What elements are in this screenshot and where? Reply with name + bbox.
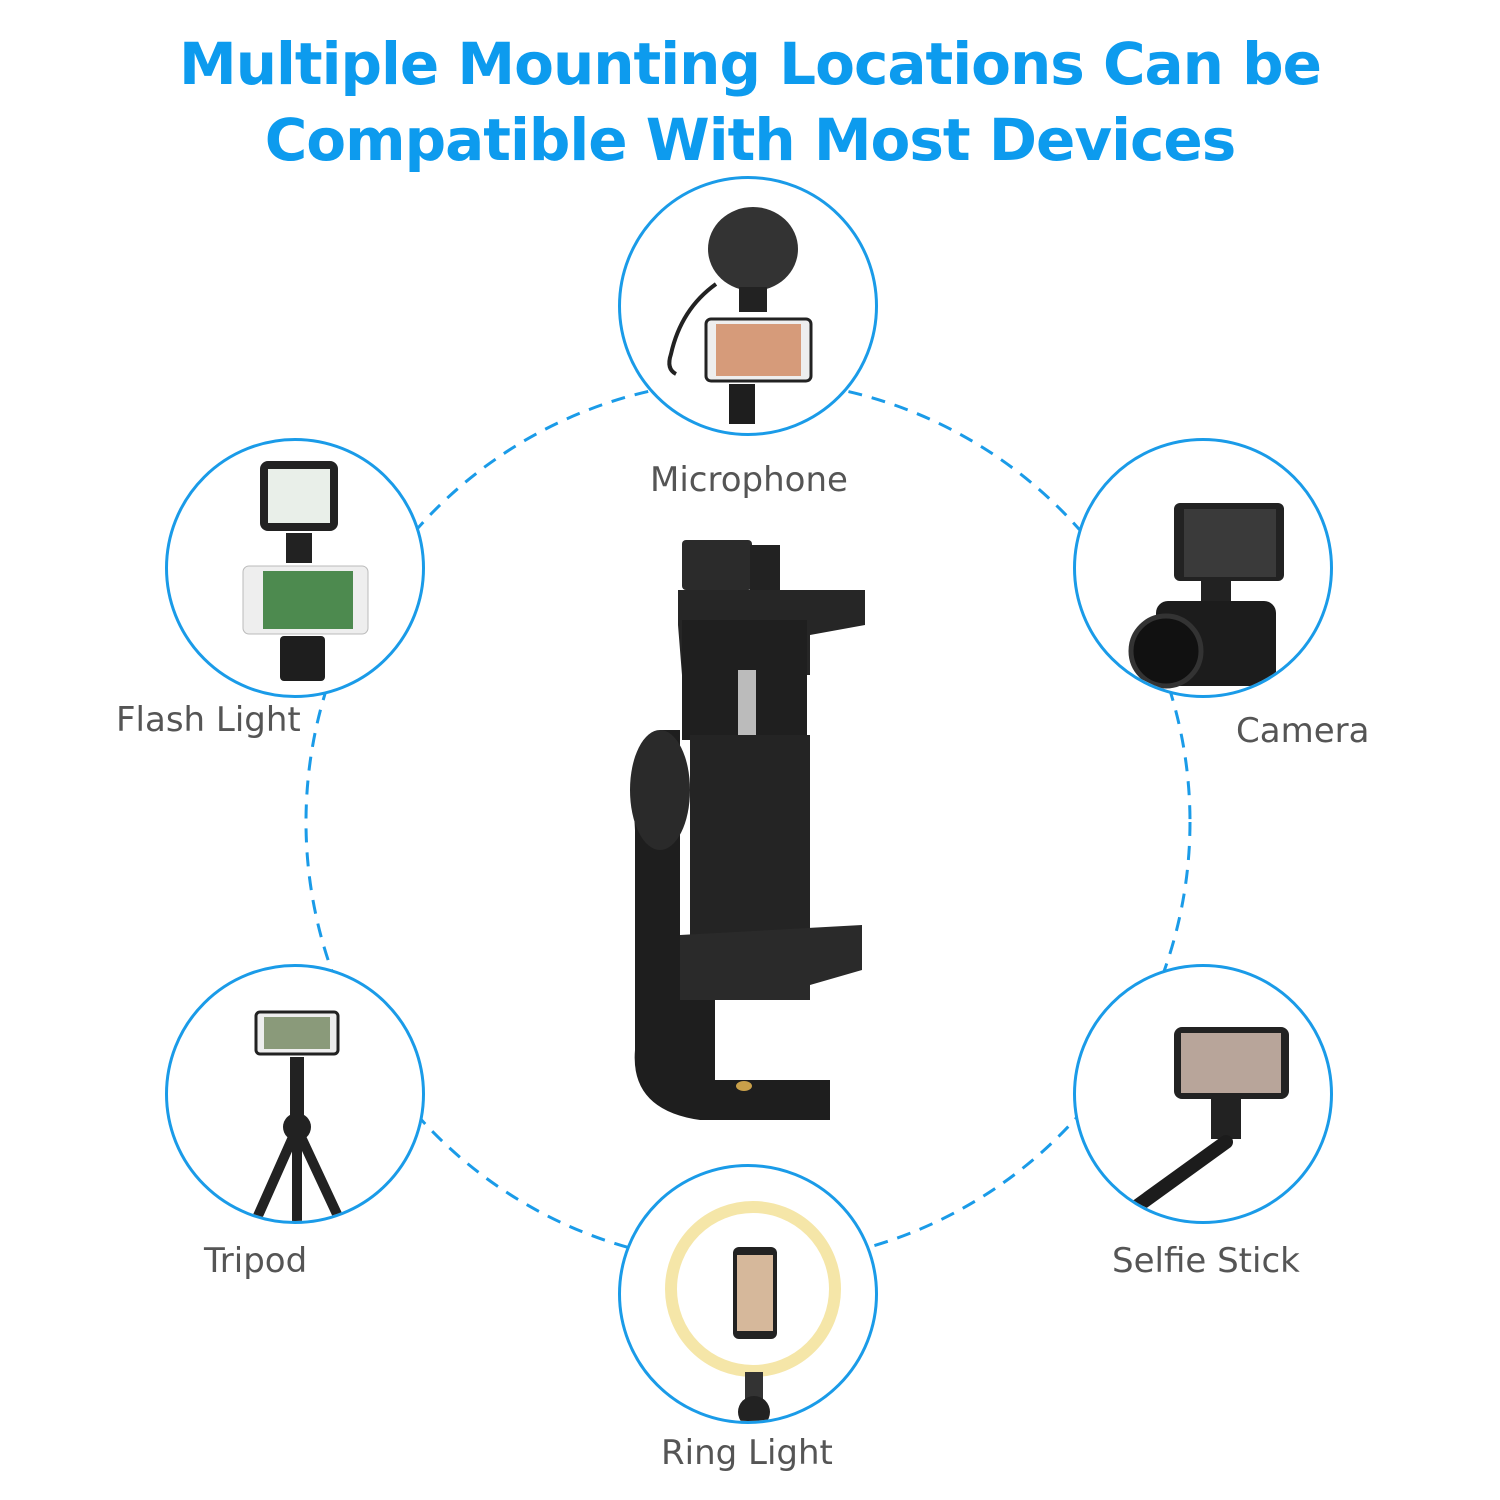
- label-tripod: Tripod: [204, 1241, 308, 1281]
- device-bubble-flash-light: [165, 438, 425, 698]
- label-camera: Camera: [1236, 711, 1370, 751]
- label-microphone: Microphone: [650, 460, 848, 500]
- ring-light-icon: [665, 1201, 841, 1421]
- flash-light-icon: [242, 461, 369, 681]
- phone-holder-product: [630, 540, 865, 1120]
- microphone-icon: [667, 207, 813, 424]
- device-bubble-microphone: [618, 176, 878, 436]
- tripod-icon: [250, 1010, 346, 1221]
- label-flash-light: Flash Light: [116, 700, 301, 740]
- headline-line-1: Multiple Mounting Locations Can be: [178, 30, 1322, 98]
- device-bubble-ring-light: [618, 1164, 878, 1424]
- device-bubble-tripod: [165, 964, 425, 1224]
- device-bubble-selfie-stick: [1073, 964, 1333, 1224]
- headline-line-2: Compatible With Most Devices: [264, 106, 1237, 174]
- camera-icon: [1128, 503, 1284, 689]
- label-ring-light: Ring Light: [661, 1433, 833, 1473]
- device-bubble-camera: [1073, 438, 1333, 698]
- selfie-stick-icon: [1110, 1027, 1289, 1221]
- label-selfie-stick: Selfie Stick: [1112, 1241, 1300, 1281]
